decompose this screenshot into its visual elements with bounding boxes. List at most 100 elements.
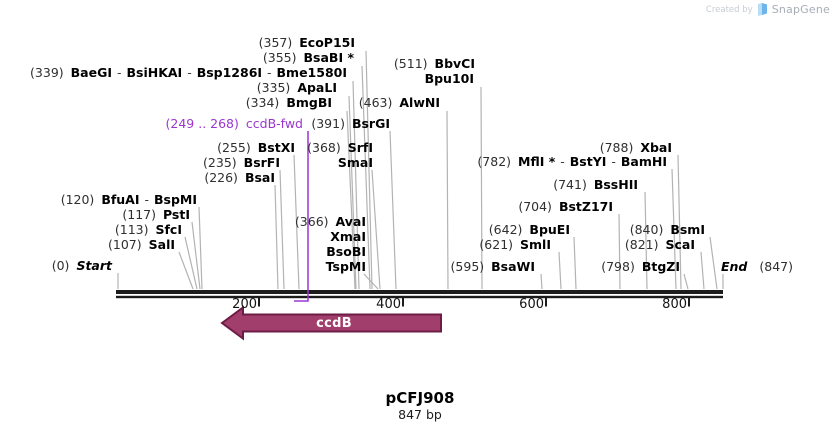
site-label-smai[interactable]: SmaI [338,156,373,170]
site-name: ScaI [665,237,696,252]
site-leader-line [446,110,449,290]
site-name: BsrGI [351,116,390,131]
site-leader-line [389,130,397,290]
site-position: (0) [51,258,70,273]
site-label-scai[interactable]: (821)ScaI [625,238,695,252]
site-name: BspMI [153,192,197,207]
site-name: BsiHKAI [126,65,183,80]
site-name-separator: - [556,154,569,169]
site-label-alwni[interactable]: (463)AlwNI [359,96,440,110]
site-leader-line [293,154,300,290]
site-label-bsai[interactable]: (226)BsaI [204,171,275,185]
watermark-created-by: Created by [705,4,753,15]
site-label-bpuei[interactable]: (642)BpuEI [489,223,570,237]
site-position: (463) [358,95,393,110]
site-leader-line [709,236,718,290]
site-label-end[interactable]: End(847) [721,260,793,274]
site-label-bsrfi[interactable]: (235)BsrFI [203,156,280,170]
site-label-baegi[interactable]: (339)BaeGI - BsiHKAI - Bsp1286I - Bme158… [30,66,347,80]
site-name-separator: - [263,65,276,80]
site-label-ecop15i[interactable]: (357)EcoP15I [259,36,355,50]
site-leader-line [184,236,198,290]
site-name: BstZ17I [558,199,613,214]
site-name: BamHI [620,154,667,169]
site-label-psti[interactable]: (117) PstI [122,208,190,222]
site-label-bsrgi[interactable]: (391)BsrGI [311,117,390,131]
site-name-separator: - [183,65,196,80]
site-name: SfcI [155,222,182,237]
site-position: (595) [450,259,485,274]
site-position: (368) [307,140,341,155]
site-name: BfuAI [101,192,140,207]
site-name: PstI [162,207,190,222]
site-name: BsmI [670,222,705,237]
site-name: Bpu10I [424,71,474,86]
site-label-avai[interactable]: (366) AvaI [295,215,366,229]
site-label-bsobi[interactable]: BsoBI [326,245,366,259]
site-name: EcoP15I [299,35,355,50]
site-name: ccdB-fwd [245,116,303,131]
site-position: (366) [294,214,329,229]
site-label-tspmi[interactable]: TspMI [326,260,366,274]
site-label-apali[interactable]: (335) ApaLI [257,81,337,95]
site-position: (511) [393,56,428,71]
site-label-bbvci[interactable]: (511) BbvCI [394,57,475,71]
site-name: XbaI [640,140,672,155]
site-leader-line [346,110,356,290]
site-position: (249 .. 268) [165,116,239,131]
site-leader-line [480,86,483,290]
site-position: (339) [30,65,64,80]
site-name: BsaBI * [303,50,354,65]
site-label-bfuai[interactable]: (120) BfuAI - BspMI [61,193,197,207]
site-name: XmaI [330,229,366,244]
site-leader-line [573,236,577,290]
site-label-start[interactable]: (0) Start [52,259,112,273]
site-label-bsabi[interactable]: (355)BsaBI * [263,51,354,65]
site-label-bstz17i[interactable]: (704)BstZ17I [518,200,613,214]
site-label-sfci[interactable]: (113)SfcI [115,223,182,237]
site-position: (117) [122,207,156,222]
site-name: BsrFI [243,155,280,170]
site-label-bstxi[interactable]: (255)BstXI [217,141,295,155]
site-name: SrfI [347,140,373,155]
site-leader-line [644,191,648,290]
site-name-separator: - [140,192,153,207]
site-label-smli[interactable]: (621)SmlI [479,238,551,252]
site-label-bpu10i[interactable]: Bpu10I [425,72,474,86]
site-label-xmai[interactable]: XmaI [330,230,366,244]
site-label-bsmi[interactable]: (840) BsmI [630,223,705,237]
axis-tick-label: 800 [662,297,687,312]
site-leader-line [540,273,543,290]
site-name: AvaI [335,214,366,229]
site-label-mfli[interactable]: (782)MflI * - BstYI - BamHI [477,155,667,169]
site-name: Bme1580I [276,65,347,80]
site-name: BstXI [257,140,295,155]
site-name: Start [76,258,112,273]
site-label-bmgbi[interactable]: (334)BmgBI [246,96,332,110]
site-label-xbai[interactable]: (788)XbaI [600,141,672,155]
site-label-bsshii[interactable]: (741)BssHII [553,178,638,192]
site-label-btgzi[interactable]: (798)BtgZI [601,260,680,274]
site-leader-line [361,65,371,290]
site-label-ccdbfwd[interactable]: (249 .. 268) ccdB-fwd [166,117,303,131]
site-label-sali[interactable]: (107)SalI [108,238,175,252]
site-name: BsaWI [491,259,535,274]
site-name: SalI [148,237,175,252]
title-block: pCFJ908 847 bp [0,389,840,423]
site-label-bsawi[interactable]: (595) BsaWI [451,260,535,274]
axis-tick-label: 400 [376,297,401,312]
site-leader-line [618,213,621,290]
site-position: (335) [256,80,291,95]
site-name: BbvCI [434,56,475,71]
site-label-srfi[interactable]: (368) SrfI [307,141,373,155]
site-leader-line [279,169,285,290]
site-leader-line [558,251,562,290]
site-name: ApaLI [297,80,337,95]
site-position: (840) [629,222,664,237]
site-position: (782) [477,154,512,169]
site-leader-line [178,251,194,290]
site-leader-line [363,273,379,290]
site-position: (120) [60,192,95,207]
ccdb-feature-arrow[interactable] [220,305,442,341]
